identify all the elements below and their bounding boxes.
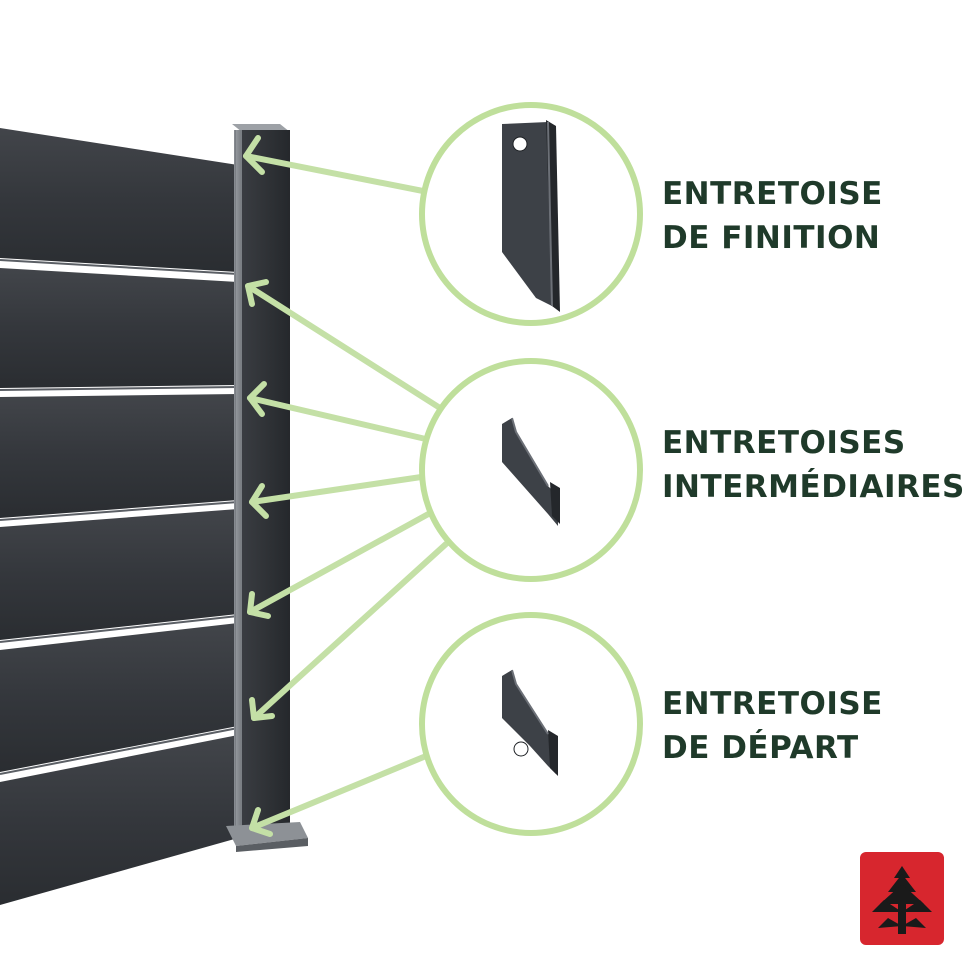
arrow-intermediaire-5 (249, 541, 449, 721)
arrow-intermediaire-4 (247, 509, 435, 619)
arrow-depart (249, 753, 429, 837)
fence-slat (0, 128, 238, 272)
spacer-intermediaire-icon (502, 417, 560, 526)
label-entretoise-finition: ENTRETOISE DE FINITION (662, 172, 883, 260)
arrow-intermediaire-2 (247, 381, 433, 443)
arrows (243, 135, 449, 837)
brand-tree-logo (860, 852, 944, 945)
fence-slat (0, 394, 238, 518)
fence-slat (0, 623, 238, 772)
label-intermediaires-line2: INTERMÉDIAIRES (662, 469, 965, 505)
arrow-finition (243, 135, 431, 195)
label-finition-line1: ENTRETOISE (662, 176, 883, 212)
fence-slat (0, 509, 238, 640)
label-entretoise-depart: ENTRETOISE DE DÉPART (662, 682, 883, 770)
spacer-finition-icon (502, 120, 560, 312)
label-depart-line1: ENTRETOISE (662, 686, 883, 722)
arrow-intermediaire-1 (245, 279, 443, 411)
fence-slat (0, 735, 238, 905)
label-entretoises-intermediaires: ENTRETOISES INTERMÉDIAIRES (662, 421, 965, 509)
fence-post (226, 124, 308, 852)
label-intermediaires-line1: ENTRETOISES (662, 425, 906, 461)
fence-slat (0, 268, 238, 388)
label-finition-line2: DE FINITION (662, 220, 881, 256)
fence-panel (0, 128, 239, 905)
label-depart-line2: DE DÉPART (662, 730, 859, 766)
arrow-intermediaire-3 (249, 473, 431, 519)
spacer-depart-icon (502, 669, 558, 776)
